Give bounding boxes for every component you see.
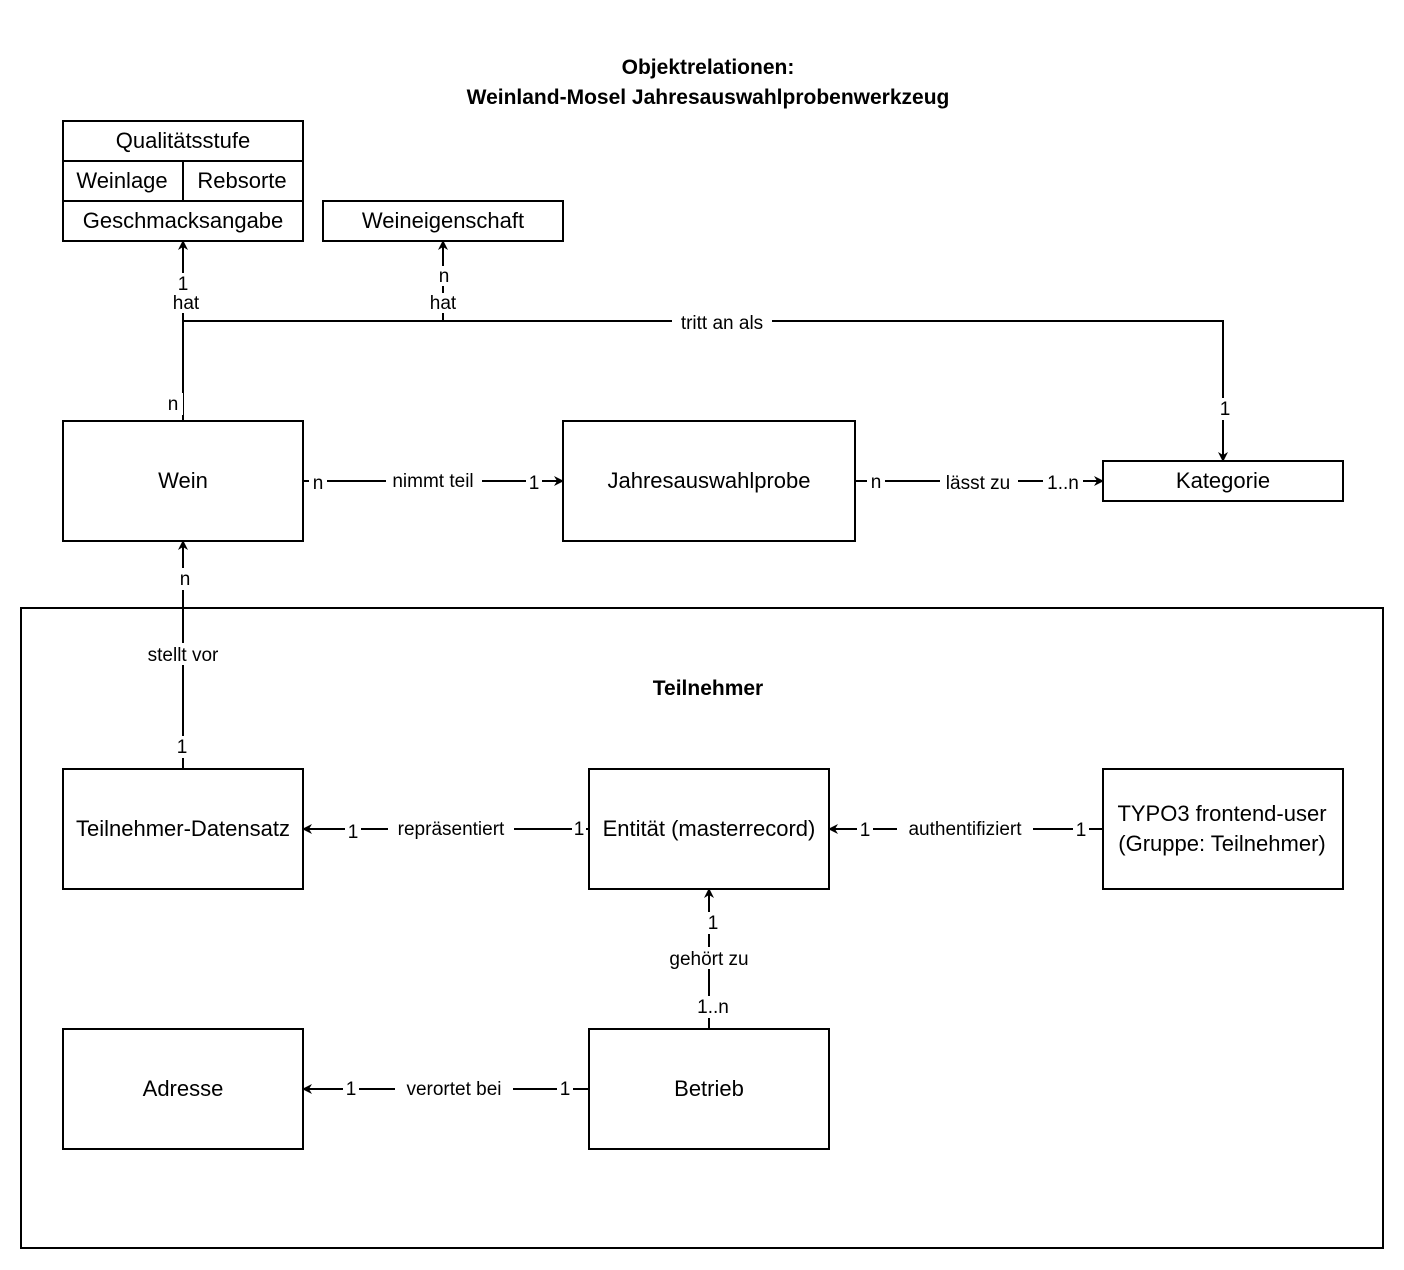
entity-jahresauswahlprobe: Jahresauswahlprobe <box>607 468 810 493</box>
entity-teilnehmer-datensatz-box: Teilnehmer-Datensatz <box>62 768 304 890</box>
card-gehoert-zu-to: 1 <box>708 913 719 934</box>
card-authentifiziert-to: 1 <box>860 820 871 841</box>
label-gehoert-zu: gehört zu <box>669 949 748 970</box>
entity-weineigenschaft-box: Weineigenschaft <box>322 200 564 242</box>
card-tritt-an-als-to: 1 <box>1220 399 1231 420</box>
entity-rebsorte: Rebsorte <box>197 168 286 193</box>
entity-wein-box: Wein <box>62 420 304 542</box>
card-nimmt-teil-from: n <box>313 473 324 494</box>
entity-entitaet: Entität (masterrecord) <box>603 816 816 841</box>
entity-kategorie-box: Kategorie <box>1102 460 1344 502</box>
edge-labels: 1 hat n n hat tritt an als 1 n nimmt tei… <box>139 266 1232 1100</box>
entity-geschmacksangabe: Geschmacksangabe <box>83 208 284 233</box>
diagram-title-line2: Weinland-Mosel Jahresauswahlprobenwerkze… <box>467 86 950 109</box>
card-repraesentiert-to: 1 <box>348 822 359 843</box>
card-hat-attributes-from: n <box>168 394 179 415</box>
entity-betrieb: Betrieb <box>674 1076 744 1101</box>
entity-wein: Wein <box>158 468 208 493</box>
label-hat-attributes: hat <box>173 293 200 314</box>
entity-entitaet-box: Entität (masterrecord) <box>588 768 830 890</box>
teilnehmer-group-frame <box>20 607 1384 1249</box>
diagram-title-line1: Objektrelationen: <box>622 56 795 79</box>
card-verortet-bei-to: 1 <box>346 1079 357 1100</box>
card-nimmt-teil-to: 1 <box>529 473 540 494</box>
card-laesst-zu-from: n <box>871 472 882 493</box>
entity-adresse-box: Adresse <box>62 1028 304 1150</box>
label-tritt-an-als: tritt an als <box>681 313 763 334</box>
entity-typo3-line2: (Gruppe: Teilnehmer) <box>1118 831 1325 856</box>
card-laesst-zu-to: 1..n <box>1047 473 1079 494</box>
entity-jahresauswahlprobe-box: Jahresauswahlprobe <box>562 420 856 542</box>
entity-kategorie: Kategorie <box>1176 468 1270 493</box>
label-hat-eigenschaft: hat <box>430 293 457 314</box>
label-laesst-zu: lässt zu <box>946 473 1010 494</box>
card-stellt-vor-from: 1 <box>177 737 188 758</box>
entity-teilnehmer-datensatz: Teilnehmer-Datensatz <box>76 816 290 841</box>
teilnehmer-group-label: Teilnehmer <box>653 677 763 700</box>
card-authentifiziert-from: 1 <box>1076 820 1087 841</box>
label-repraesentiert: repräsentiert <box>398 819 505 840</box>
entity-adresse: Adresse <box>143 1076 224 1101</box>
entity-typo3-line1: TYPO3 frontend-user <box>1117 801 1326 826</box>
entity-qualitaetsstufe: Qualitätsstufe <box>116 128 251 153</box>
label-nimmt-teil: nimmt teil <box>392 471 473 492</box>
card-gehoert-zu-from: 1..n <box>697 997 729 1018</box>
label-verortet-bei: verortet bei <box>406 1079 501 1100</box>
entity-betrieb-box: Betrieb <box>588 1028 830 1150</box>
entity-weinlage: Weinlage <box>76 168 167 193</box>
card-hat-attributes-to: 1 <box>178 274 189 295</box>
wine-attributes-table: Qualitätsstufe Weinlage Rebsorte Geschma… <box>62 120 304 242</box>
card-stellt-vor-to: n <box>180 569 191 590</box>
label-authentifiziert: authentifiziert <box>908 819 1022 840</box>
card-repraesentiert-from: 1 <box>574 819 585 840</box>
label-stellt-vor: stellt vor <box>148 645 219 666</box>
entity-typo3-user-box: TYPO3 frontend-user (Gruppe: Teilnehmer) <box>1102 768 1344 890</box>
entity-weineigenschaft: Weineigenschaft <box>362 208 524 233</box>
card-hat-eigenschaft-to: n <box>439 266 450 287</box>
card-verortet-bei-from: 1 <box>560 1079 571 1100</box>
